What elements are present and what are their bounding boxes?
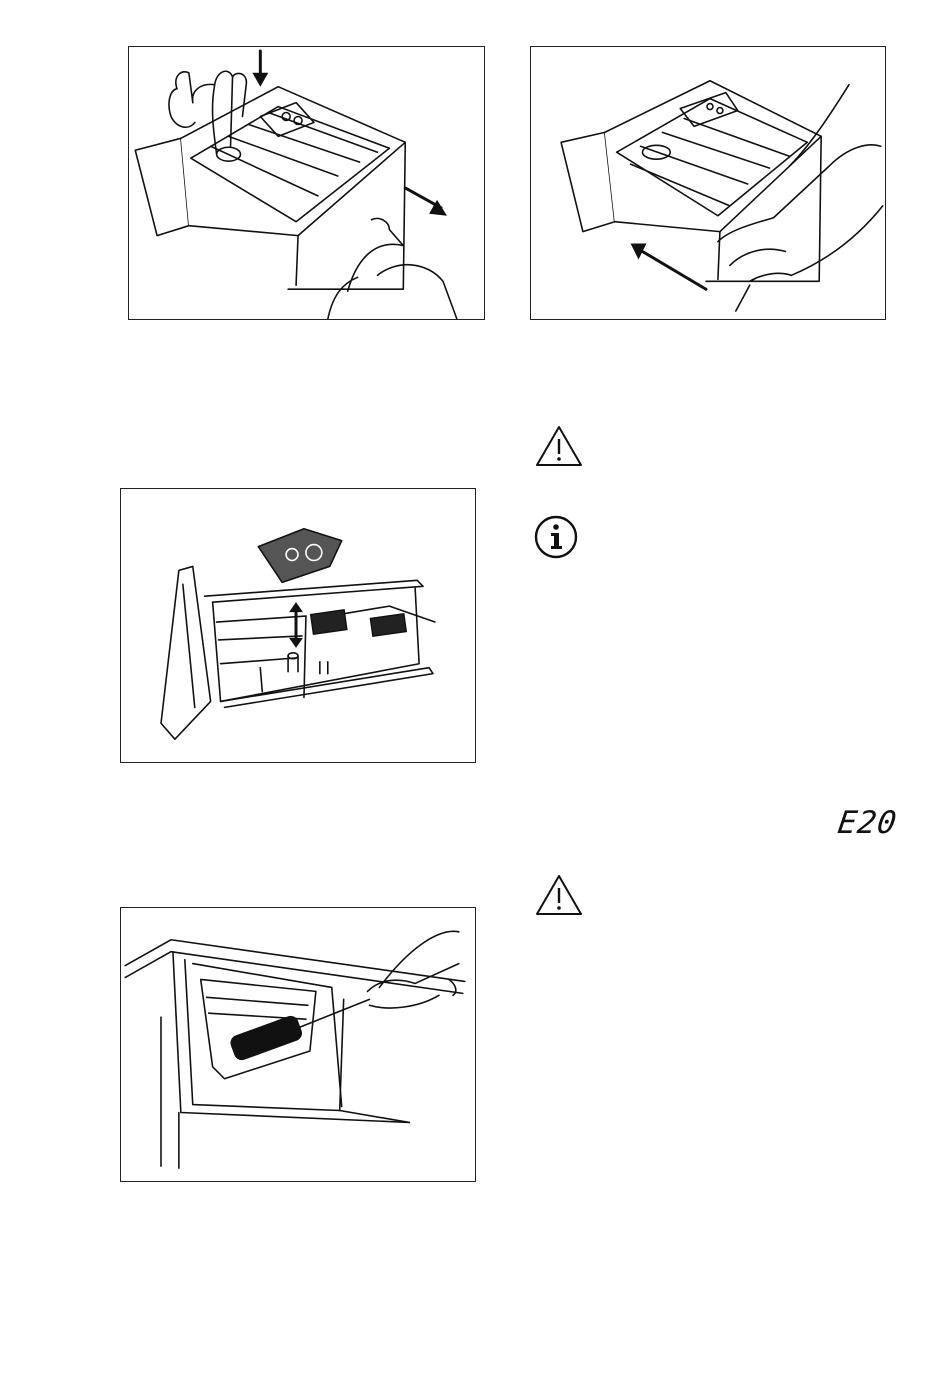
figure-push-in-drawer xyxy=(530,46,886,320)
figure-clean-recess xyxy=(120,907,476,1182)
drawer-insert-cleaning-illustration xyxy=(121,489,475,762)
warning-triangle-icon xyxy=(534,873,584,917)
info-circle-icon xyxy=(533,514,579,560)
figure-pull-out-drawer xyxy=(128,46,485,320)
warning-triangle-icon xyxy=(534,424,584,468)
drawer-push-in-illustration xyxy=(531,47,885,319)
drawer-pull-out-illustration xyxy=(129,47,484,319)
error-code-display: E20 xyxy=(835,805,899,841)
figure-clean-insert xyxy=(120,488,476,763)
recess-cleaning-illustration xyxy=(121,908,475,1181)
